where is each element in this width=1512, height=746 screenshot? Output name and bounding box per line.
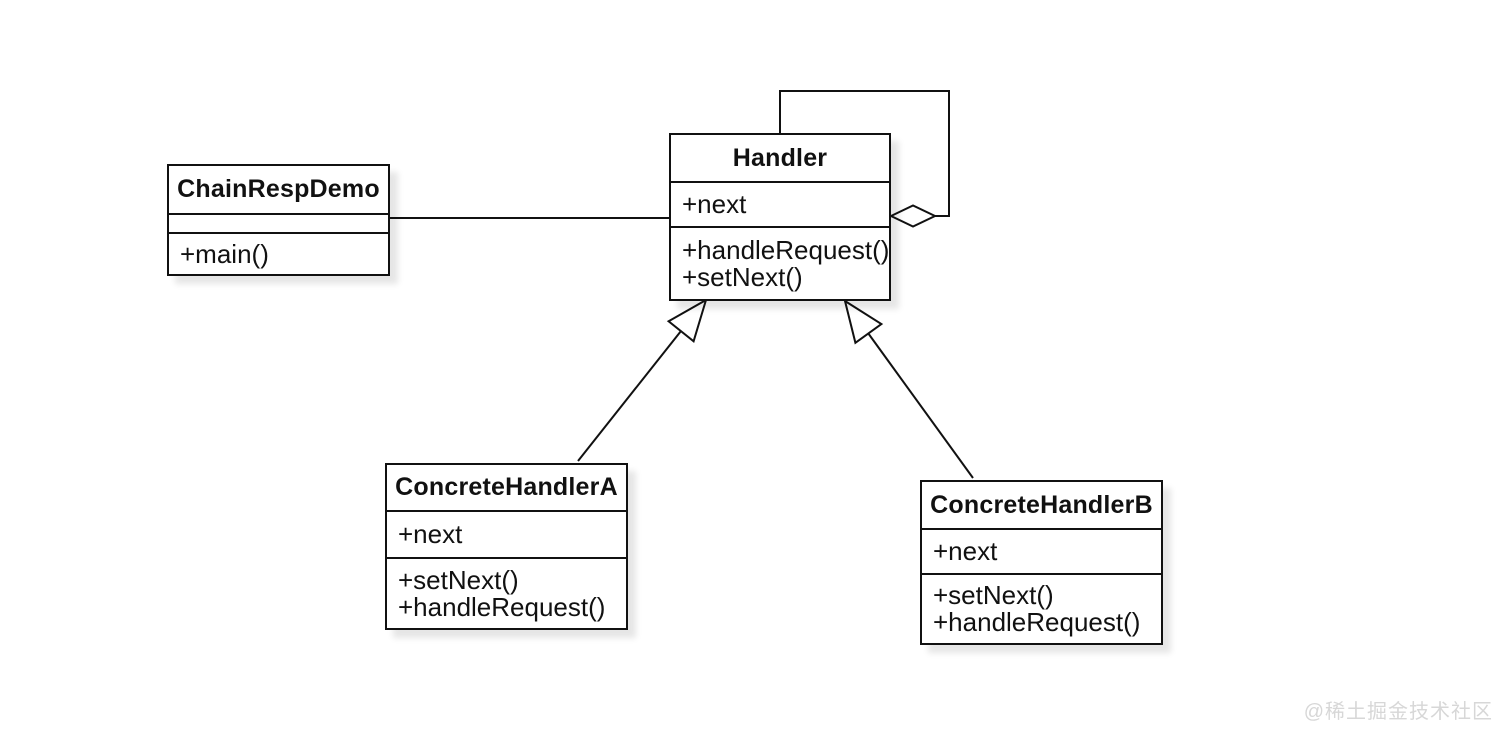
watermark: @稀土掘金技术社区: [1303, 701, 1493, 723]
generalization-line-handlera: [577, 330, 682, 462]
class-concretehandlerb-methods: +setNext() +handleRequest(): [922, 573, 1161, 643]
attribute: +next: [398, 519, 463, 549]
aggregation-diamond-icon: [888, 204, 938, 228]
class-concretehandlera-attributes: +next: [387, 510, 626, 557]
class-handler: Handler +next +handleRequest() +setNext(…: [669, 133, 891, 301]
class-chainrespdemo-methods: +main(): [169, 232, 388, 274]
generalization-triangle-icon-a: [666, 297, 708, 344]
method: +setNext(): [682, 261, 803, 292]
class-handler-name: Handler: [732, 143, 828, 172]
class-chainrespdemo-name: ChainRespDemo: [177, 175, 380, 203]
method: +setNext(): [398, 564, 519, 595]
class-chainrespdemo: ChainRespDemo +main(): [167, 164, 390, 276]
attribute: +next: [933, 536, 998, 566]
class-concretehandlerb-name: ConcreteHandlerB: [930, 490, 1153, 519]
generalization-triangle-icon-b: [843, 298, 884, 345]
class-handler-methods: +handleRequest() +setNext(): [671, 226, 889, 299]
method: +handleRequest(): [398, 591, 606, 622]
method: +setNext(): [933, 580, 1054, 610]
method: +handleRequest(): [682, 234, 890, 265]
attribute: +next: [682, 189, 747, 219]
generalization-line-handlerb: [867, 332, 974, 479]
class-concretehandlerb-attributes: +next: [922, 528, 1161, 573]
self-aggregation-line-handler: [779, 90, 950, 217]
class-concretehandlera-name: ConcreteHandlerA: [395, 473, 618, 501]
class-chainrespdemo-attributes: [169, 213, 388, 232]
class-handler-attributes: +next: [671, 181, 889, 226]
class-concretehandlerb: ConcreteHandlerB +next +setNext() +handl…: [920, 480, 1163, 645]
method: +handleRequest(): [933, 607, 1141, 637]
class-concretehandlera: ConcreteHandlerA +next +setNext() +handl…: [385, 463, 628, 630]
class-concretehandlera-methods: +setNext() +handleRequest(): [387, 557, 626, 628]
method: +main(): [180, 238, 269, 269]
